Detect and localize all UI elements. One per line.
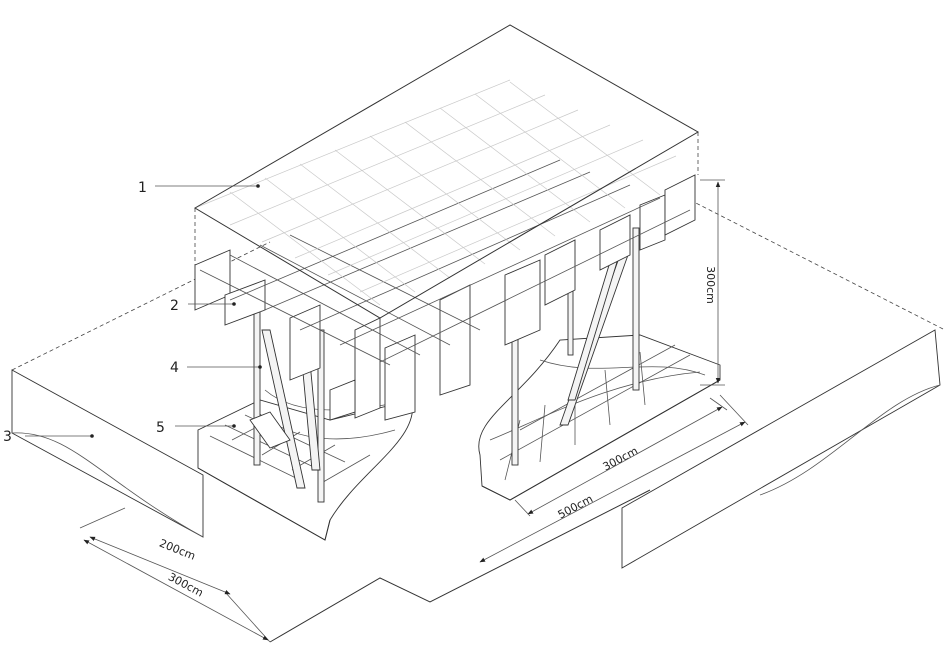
left-base-platform bbox=[197, 389, 414, 541]
callout-3: 3 bbox=[3, 429, 12, 445]
roof-grid bbox=[194, 79, 677, 306]
dimension-height-label: 300cm bbox=[704, 266, 717, 304]
left-terrain-wall bbox=[11, 369, 204, 538]
right-columns bbox=[511, 227, 640, 466]
roof-fin-grid bbox=[194, 159, 696, 449]
callout-5: 5 bbox=[156, 420, 165, 436]
callout-2: 2 bbox=[170, 298, 179, 314]
dimension-left-inner-label: 200cm bbox=[157, 537, 197, 563]
callout-leaders bbox=[25, 184, 262, 438]
dimension-left-inner: 200cm bbox=[79, 507, 231, 595]
dimension-right-length-label: 500cm bbox=[556, 492, 595, 521]
callout-4: 4 bbox=[170, 360, 179, 376]
roof-plate bbox=[194, 24, 700, 319]
callout-1: 1 bbox=[138, 180, 147, 196]
dimension-right-depth-label: 300cm bbox=[601, 444, 640, 473]
dimension-height: 300cm bbox=[700, 179, 725, 386]
